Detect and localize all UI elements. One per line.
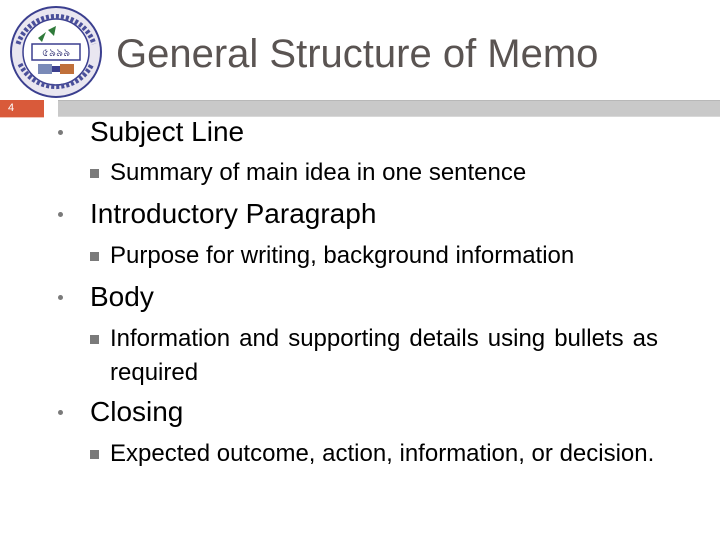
- slide-title: General Structure of Memo: [116, 32, 599, 76]
- sub-bullet-text: Purpose for writing, background informat…: [110, 242, 575, 269]
- bullet-dot-icon: [58, 295, 63, 300]
- sub-bullet-text: Summary of main idea in one sentence: [110, 159, 527, 186]
- svg-text:৫৯৯৯: ৫৯৯৯: [42, 46, 71, 59]
- bullet-dot-icon: [58, 410, 63, 415]
- page-number-badge: 4: [0, 100, 44, 117]
- page-number-underline: [0, 117, 44, 118]
- sub-bullet-text: Information and supporting details using…: [110, 325, 658, 386]
- title-divider-bar: [58, 100, 720, 117]
- bullet-dot-icon: [58, 212, 63, 217]
- sub-bullet-text: Expected outcome, action, information, o…: [110, 440, 655, 467]
- square-bullet-icon: [90, 450, 99, 459]
- bullet-heading: Introductory Paragraph: [90, 198, 377, 229]
- square-bullet-icon: [90, 169, 99, 178]
- square-bullet-icon: [90, 335, 99, 344]
- page-number: 4: [8, 102, 15, 114]
- bullet-dot-icon: [58, 130, 63, 135]
- square-bullet-icon: [90, 252, 99, 261]
- bullet-heading: Closing: [90, 396, 184, 427]
- bullet-heading: Subject Line: [90, 116, 245, 147]
- institute-seal-icon: ৫৯৯৯: [10, 6, 102, 98]
- bullet-heading: Body: [90, 281, 154, 312]
